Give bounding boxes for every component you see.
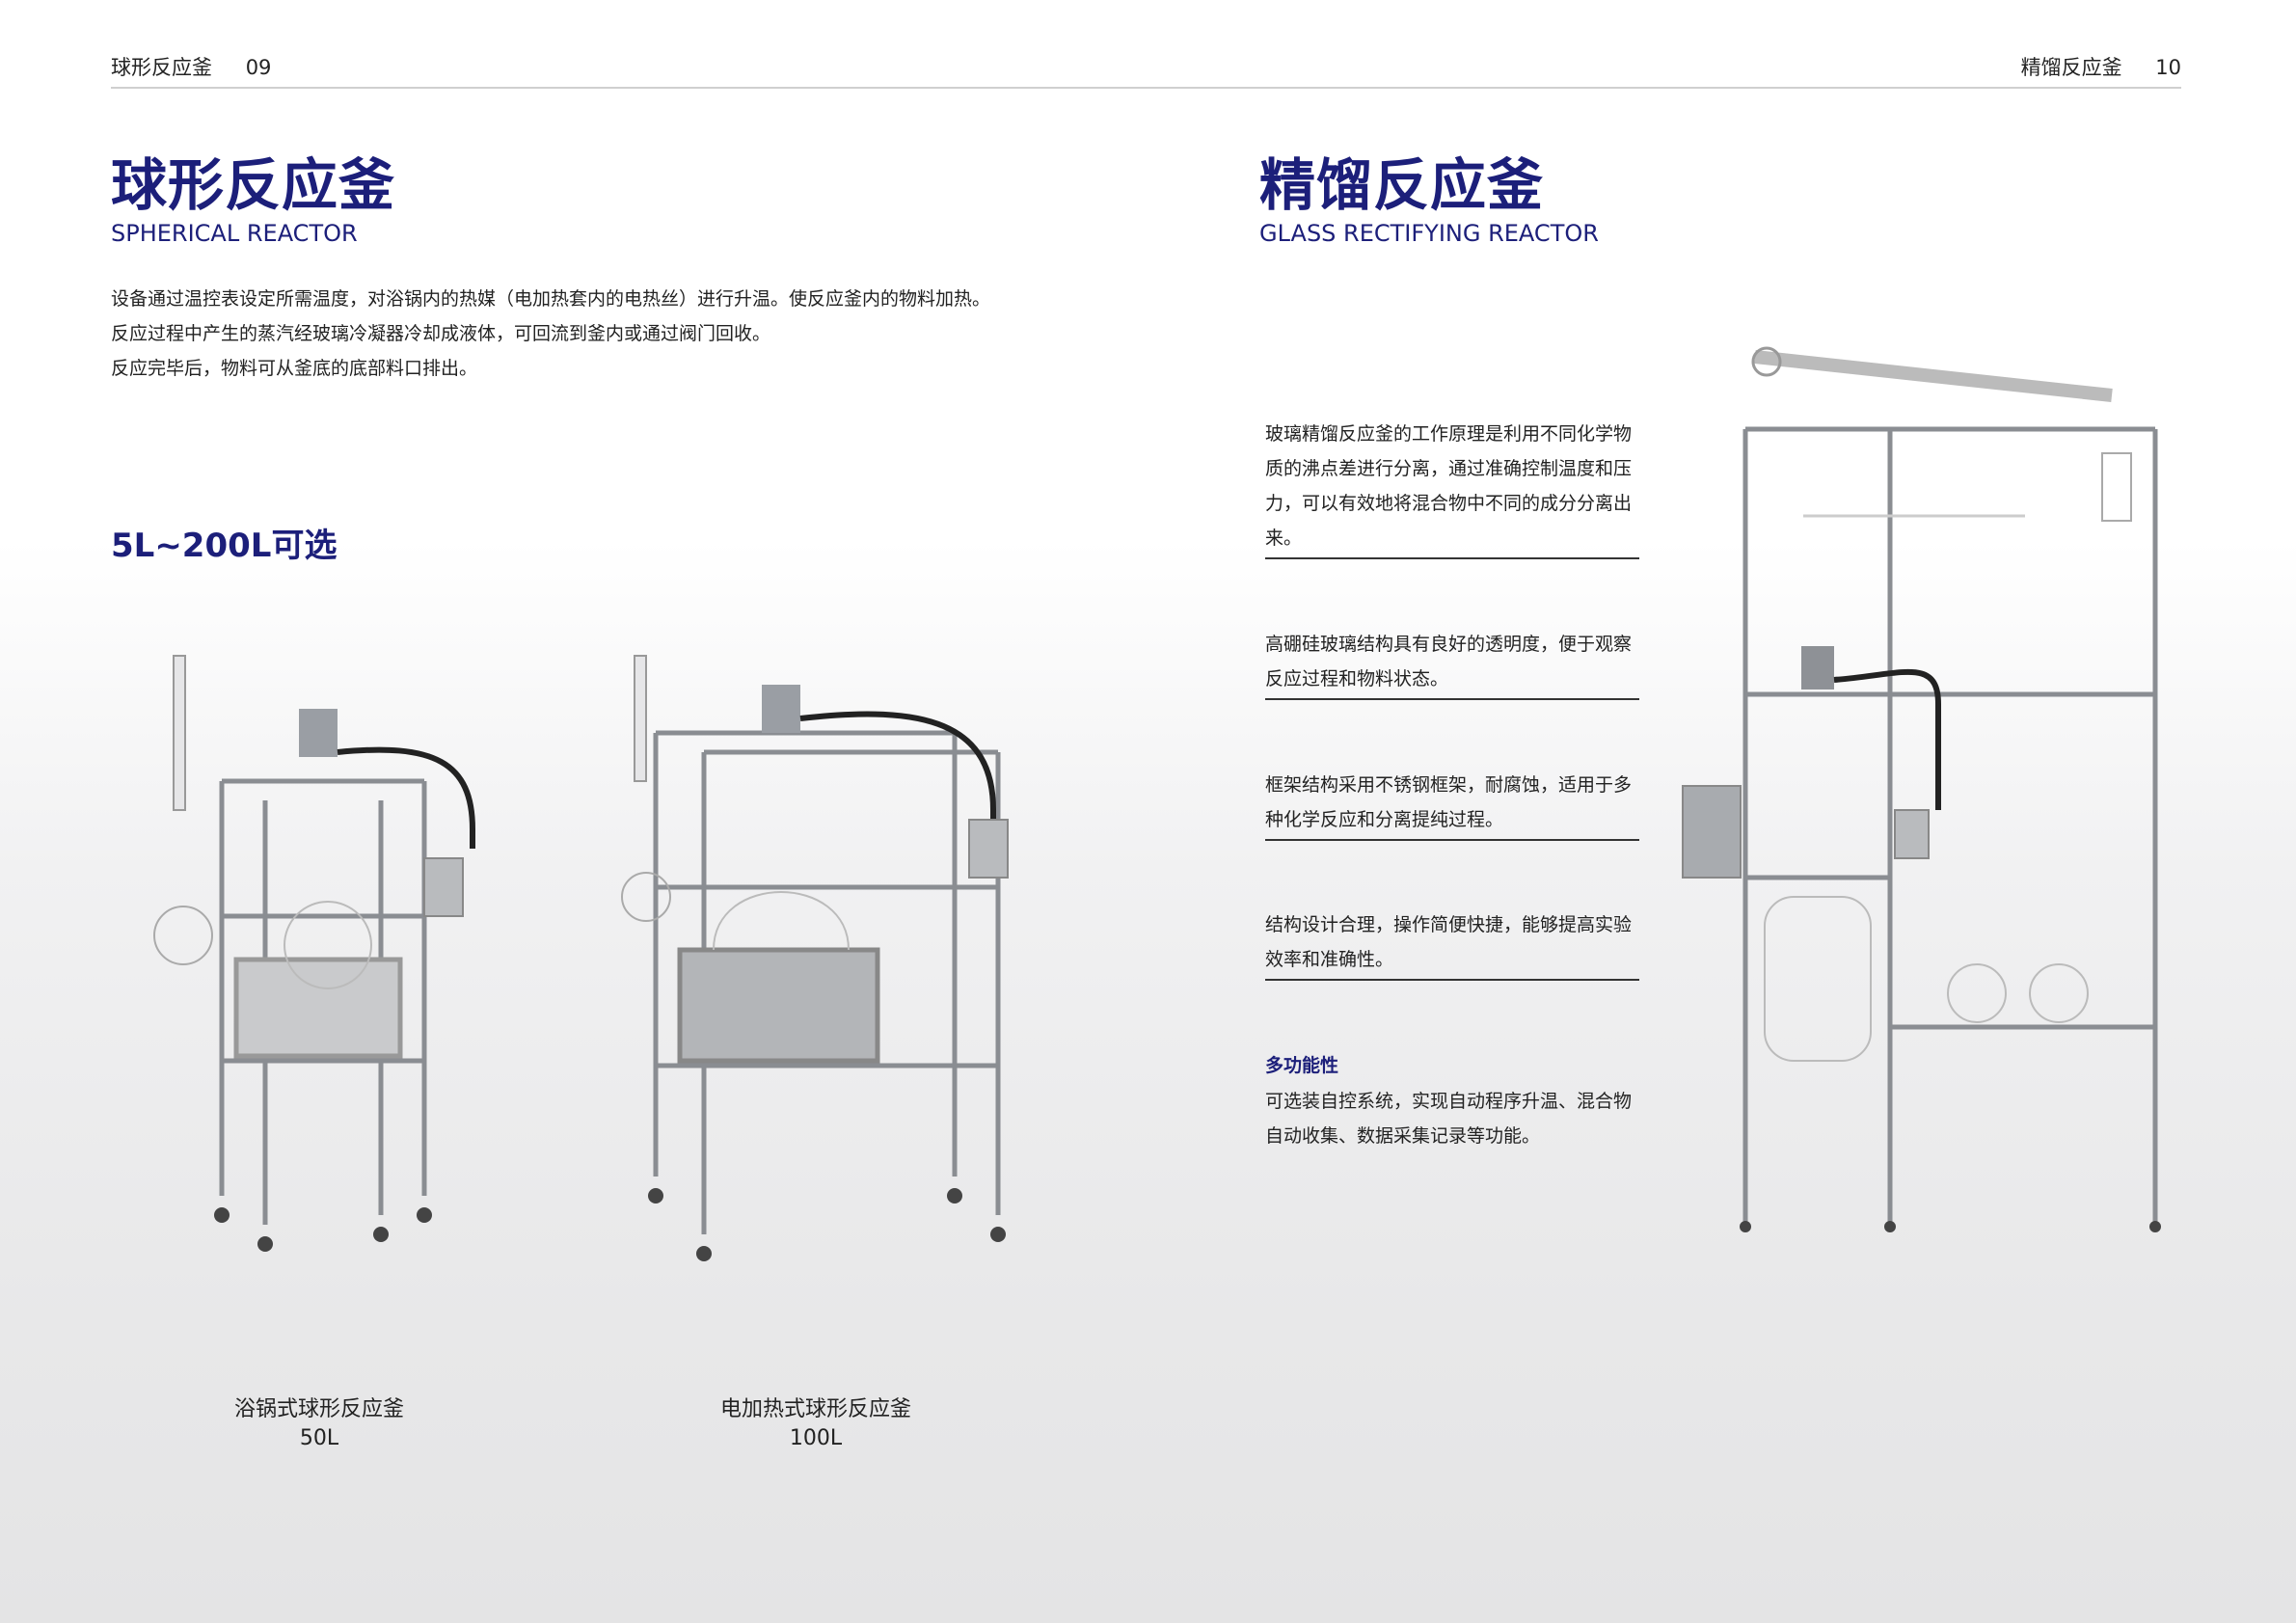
product-name: 电加热式球形反应釜 — [719, 1397, 911, 1421]
product-volume: 50L — [299, 1426, 339, 1450]
feature-paragraph: 玻璃精馏反应釜的工作原理是利用不同化学物质的沸点差进行分离，通过准确控制温度和压… — [1265, 417, 1639, 559]
product-caption: 电加热式球形反应釜 100L — [671, 1395, 960, 1453]
capacity-label: 5L~200L可选 — [111, 527, 338, 565]
description-line: 反应完毕后，物料可从釜底的底部料口排出。 — [111, 358, 478, 379]
feature-paragraph: 框架结构采用不锈钢框架，耐腐蚀，适用于多种化学反应和分离提纯过程。 — [1265, 768, 1639, 841]
electric-heating-reactor-image — [608, 636, 1032, 1261]
header-divider — [111, 87, 2181, 89]
product-caption: 浴锅式球形反应釜 50L — [175, 1395, 464, 1453]
feature-paragraph: 结构设计合理，操作简便快捷，能够提高实验效率和准确性。 — [1265, 907, 1639, 981]
right-header-title: 精馏反应釜 — [2020, 56, 2122, 79]
water-bath-reactor-image — [145, 636, 492, 1252]
left-header-title: 球形反应釜 — [111, 56, 212, 79]
right-page-subtitle: GLASS RECTIFYING REACTOR — [1259, 220, 1599, 247]
description-line: 设备通过温控表设定所需温度，对浴锅内的热媒（电加热套内的电热丝）进行升温。使反应… — [111, 288, 991, 310]
product-name: 浴锅式球形反应釜 — [233, 1397, 404, 1421]
right-page-number: 10 — [2155, 56, 2181, 79]
right-running-header: 精馏反应釜 10 — [2021, 52, 2181, 81]
description-line: 反应过程中产生的蒸汽经玻璃冷凝器冷却成液体，可回流到釜内或通过阀门回收。 — [111, 323, 771, 344]
multi-function-heading: 多功能性 — [1265, 1055, 1339, 1076]
product-volume: 100L — [789, 1426, 843, 1450]
right-page-title: 精馏反应釜 — [1259, 152, 1545, 218]
left-page-number: 09 — [245, 56, 272, 79]
left-description: 设备通过温控表设定所需温度，对浴锅内的热媒（电加热套内的电热丝）进行升温。使反应… — [111, 282, 990, 386]
left-running-header: 球形反应釜 09 — [111, 52, 271, 81]
multi-function-text: 可选装自控系统，实现自动程序升温、混合物自动收集、数据采集记录等功能。 — [1265, 1091, 1633, 1147]
left-page-title: 球形反应釜 — [111, 152, 396, 218]
left-page-subtitle: SPHERICAL REACTOR — [111, 220, 358, 247]
feature-paragraph: 高硼硅玻璃结构具有良好的透明度，便于观察反应过程和物料状态。 — [1265, 627, 1639, 700]
rectifying-reactor-image — [1659, 299, 2161, 1232]
